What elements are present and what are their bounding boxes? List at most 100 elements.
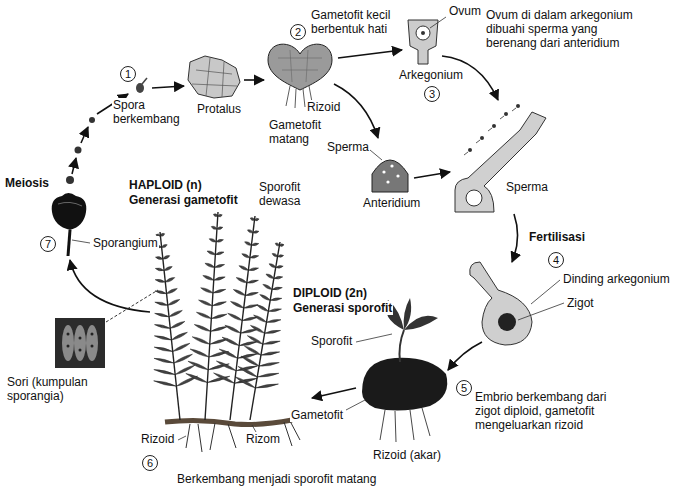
illustration-part: [155, 291, 167, 294]
illustration-part: [75, 147, 82, 154]
illustration-part: [250, 255, 259, 258]
illustration-part: [448, 342, 482, 370]
illustration-part: [194, 325, 210, 332]
illustration-part: [136, 83, 144, 93]
illustration-part: [278, 255, 284, 258]
part-label: Sori (kumpulan sporangia): [6, 375, 108, 403]
callout-number-text: 2: [295, 26, 301, 38]
illustration-part: [265, 330, 281, 333]
stage-label: Gametofit kecil berbentuk hati: [310, 8, 404, 36]
illustration-part: [421, 31, 425, 35]
illustration-part: [154, 325, 170, 329]
illustration-part: [218, 214, 223, 217]
illustration-part: [205, 263, 215, 267]
illustration-part: [163, 256, 170, 259]
illustration-part: [209, 239, 216, 242]
illustration-part: [188, 361, 208, 370]
illustration-part: [188, 56, 240, 98]
illustration-part: [62, 325, 74, 361]
heart-gametophyte: [268, 44, 332, 108]
illustration-part: [414, 172, 450, 178]
illustration-part: [67, 333, 70, 336]
illustration-part: [263, 341, 280, 344]
illustration-part: [236, 278, 247, 283]
illustration-part: [238, 354, 258, 358]
illustration-part: [272, 287, 282, 290]
illustration-part: [55, 318, 105, 368]
illustration-part: [203, 276, 214, 281]
illustration-part: [81, 127, 88, 143]
fertilisation-archegonium: [455, 104, 546, 212]
callout-number: 7: [40, 236, 56, 252]
illustration-part: [154, 347, 173, 351]
rhizome: [165, 420, 300, 452]
illustration-part: [338, 50, 402, 58]
illustration-part: [165, 420, 292, 425]
illustration-part: [248, 268, 258, 271]
part-label: Sporofit: [310, 334, 353, 348]
fern-fronds: [154, 212, 284, 420]
spores: [66, 117, 95, 184]
illustration-part: [72, 158, 76, 174]
illustration-part: [430, 17, 446, 28]
part-label: Dinding arkegonium: [562, 272, 671, 286]
stage-label: Berkembang menjadi sporofit matang: [176, 472, 377, 486]
illustration-part: [372, 160, 408, 192]
callout-number: 5: [456, 380, 472, 396]
sori-inset: [55, 290, 158, 368]
illustration-part: [192, 58, 237, 97]
stage-label: Gametofit matang: [268, 118, 330, 146]
illustration-part: [253, 231, 259, 234]
callout-number-text: 5: [461, 382, 467, 394]
illustration-part: [245, 242, 252, 246]
part-label: Anteridium: [362, 196, 421, 210]
illustration-part: [192, 337, 210, 344]
illustration-part: [186, 373, 208, 382]
illustration-part: [380, 408, 430, 442]
illustration-part: [266, 274, 274, 278]
part-label: Sporangium: [92, 236, 159, 250]
illustration-part: [408, 20, 438, 64]
illustration-part: [228, 313, 243, 320]
callout-number: 2: [290, 24, 306, 40]
illustration-part: [196, 312, 211, 318]
illustration-part: [260, 295, 270, 301]
prothallus: [188, 56, 240, 98]
zygote-archegonium: [470, 262, 564, 345]
germinating-spore: [136, 78, 147, 93]
illustration-part: [58, 202, 82, 206]
illustration-part: [255, 384, 278, 388]
illustration-part: [173, 343, 190, 351]
illustration-part: [169, 310, 182, 316]
archegonium: [408, 17, 446, 64]
illustration-part: [207, 251, 215, 255]
illustration-part: [160, 233, 164, 236]
phase-heading: Generasi sporofit: [292, 301, 393, 315]
illustration-part: [233, 290, 245, 296]
illustration-part: [516, 104, 520, 108]
illustration-part: [400, 330, 405, 362]
illustration-part: [480, 136, 484, 140]
illustration-part: [211, 226, 217, 229]
illustration-part: [214, 277, 225, 281]
illustration-part: [201, 288, 213, 293]
illustration-part: [278, 50, 322, 82]
illustration-part: [154, 358, 174, 363]
illustration-part: [89, 117, 95, 123]
stage-label: Protalus: [196, 102, 242, 116]
illustration-part: [312, 388, 356, 398]
process-label: Fertilisasi: [528, 230, 586, 244]
illustration-part: [190, 349, 209, 357]
part-label: Rizom: [245, 432, 281, 446]
illustration-part: [247, 336, 262, 345]
illustration-part: [390, 164, 393, 167]
illustration-part: [216, 239, 223, 242]
illustration-part: [504, 112, 508, 116]
illustration-part: [250, 218, 254, 221]
illustration-part: [199, 300, 213, 306]
illustration-part: [274, 276, 283, 279]
illustration-part: [263, 284, 272, 289]
illustration-part: [68, 230, 70, 256]
young-sporophyte: [346, 298, 447, 442]
illustration-part: [213, 214, 217, 217]
